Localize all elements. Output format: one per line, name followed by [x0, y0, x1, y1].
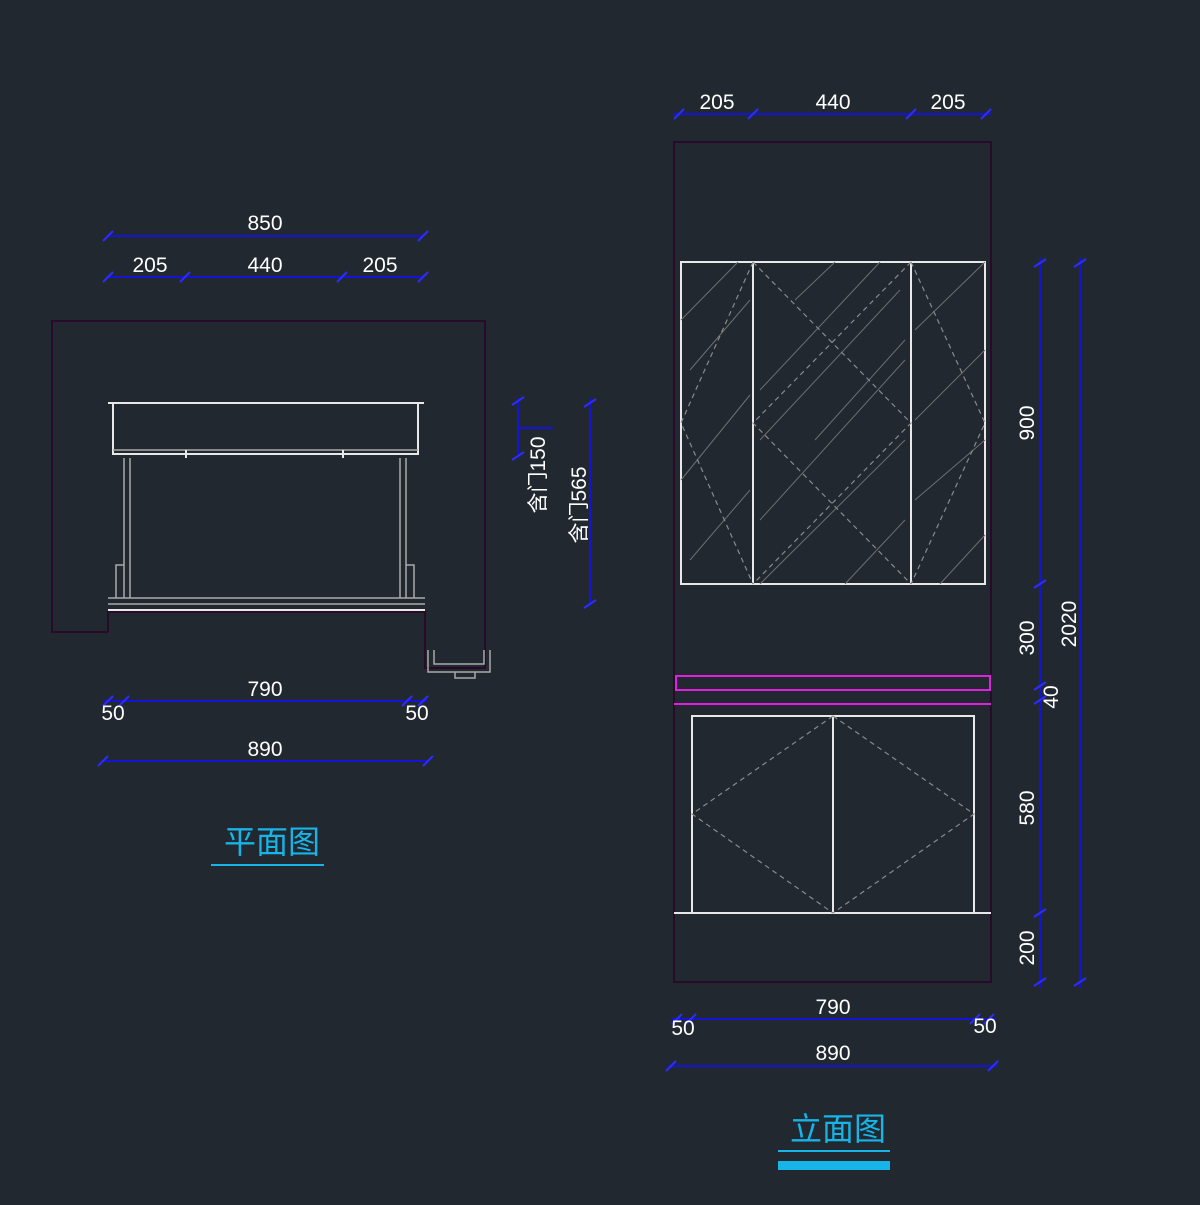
mirror-cabinet — [680, 261, 986, 585]
elev-dim-205-left-label: 205 — [699, 91, 734, 114]
elev-dim-790-label: 790 — [815, 996, 850, 1019]
elev-dim-440-label: 440 — [815, 91, 850, 114]
lower-cabinet — [674, 715, 991, 914]
mirror-cabinet-frame — [680, 261, 986, 585]
elev-dim-segments-top: 205 440 205 — [673, 91, 992, 120]
elev-dim-900-label: 900 — [1016, 405, 1039, 440]
elev-dim-580-label: 580 — [1016, 790, 1039, 825]
elevation-view: 205 440 205 900 300 40 580 200 2020 — [665, 91, 1087, 1170]
plan-dim-total-top: 850 — [102, 212, 429, 242]
plan-dim-segments-top: 205 440 205 — [102, 254, 429, 283]
plan-dim-790-label: 790 — [247, 678, 282, 701]
plan-dim-50-left-label: 50 — [101, 702, 124, 725]
plan-dim-door150-label: 含门150 — [527, 436, 550, 513]
elevation-title: 立面图 — [790, 1111, 886, 1147]
plan-dim-890-label: 890 — [247, 738, 282, 761]
elev-dim-vertical-segments: 900 300 40 580 200 — [1016, 258, 1063, 988]
elevation-title-bar — [778, 1161, 890, 1170]
counter-top — [674, 675, 991, 705]
plan-cabinet-front-band — [112, 402, 419, 455]
plan-dim-50-right-label: 50 — [405, 702, 428, 725]
plan-dim-440-label: 440 — [247, 254, 282, 277]
elev-dim-vertical-total: 2020 — [1058, 258, 1087, 988]
plan-wall-outline — [51, 320, 486, 669]
elev-dim-300-label: 300 — [1016, 620, 1039, 655]
plan-view: 850 205 440 205 790 50 50 — [51, 212, 597, 866]
plan-dim-205-right-label: 205 — [362, 254, 397, 277]
plan-dim-segments-bottom: 790 50 50 — [101, 678, 429, 725]
plan-side-panel — [406, 564, 415, 598]
elev-dim-50-right-label: 50 — [973, 1015, 996, 1038]
plan-dim-door-150: 含门150 — [511, 396, 553, 514]
elev-dim-2020-label: 2020 — [1058, 601, 1081, 648]
plan-dim-total-bottom: 890 — [97, 738, 434, 767]
plan-dim-door-565: 含门565 — [568, 398, 597, 609]
elev-dim-200-label: 200 — [1016, 930, 1039, 965]
plan-door-frame — [433, 650, 485, 665]
plan-side-panel — [115, 564, 124, 598]
plan-dim-205-left-label: 205 — [132, 254, 167, 277]
elevation-outline — [673, 141, 992, 983]
plan-door-frame — [454, 672, 476, 679]
plan-door-frame — [427, 650, 491, 673]
elev-dim-segments-bottom: 790 50 50 — [671, 996, 997, 1040]
elev-dim-40-label: 40 — [1040, 685, 1063, 708]
elev-dim-total-bottom: 890 — [665, 1042, 999, 1072]
elev-dim-890-label: 890 — [815, 1042, 850, 1065]
elev-dim-50-left-label: 50 — [671, 1017, 694, 1040]
counter-slab — [675, 675, 991, 691]
plan-title: 平面图 — [224, 824, 320, 860]
plan-dim-door565-label: 含门565 — [568, 466, 591, 543]
plan-dim-850-label: 850 — [247, 212, 282, 235]
elev-dim-205-right-label: 205 — [930, 91, 965, 114]
